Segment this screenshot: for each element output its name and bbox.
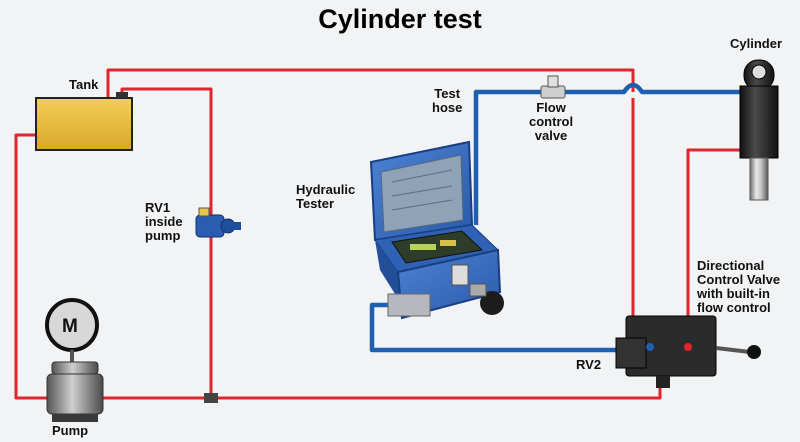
flow-control-valve xyxy=(540,75,566,99)
tank-to-cylinder-return-line xyxy=(106,68,635,97)
cylinder-rod-line xyxy=(686,148,740,318)
cylinder-label: Cylinder xyxy=(730,36,783,51)
directional-control-valve-label: Directional Control Valve with built-in … xyxy=(697,258,781,315)
line-tee-fitting xyxy=(204,393,218,403)
pump xyxy=(46,361,104,422)
rv1-return-line xyxy=(120,87,213,398)
pressure-lines xyxy=(14,68,740,400)
test-lines xyxy=(369,82,742,353)
rv1-label: RV1 inside pump xyxy=(145,200,183,243)
hydraulic-tester-label: Hydraulic Tester xyxy=(296,182,356,211)
hydraulic-cylinder xyxy=(739,59,779,201)
pump-label: Pump xyxy=(52,423,89,438)
diagram-title: Cylinder test xyxy=(318,4,482,34)
directional-control-valve xyxy=(615,315,761,388)
tester-inlet-line xyxy=(369,302,642,353)
suction-line xyxy=(14,133,52,400)
rv2-label: RV2 xyxy=(576,357,602,372)
pump-to-valve-line xyxy=(100,378,662,400)
motor-label: M xyxy=(62,316,78,337)
flow-control-valve-label: Flow control valve xyxy=(529,100,574,143)
rv1-relief-valve xyxy=(195,207,241,238)
tank xyxy=(35,92,133,151)
test-hose-line xyxy=(473,82,742,225)
test-hose-label: Test hose xyxy=(432,86,463,115)
tank-label: Tank xyxy=(69,77,99,92)
hydraulic-tester xyxy=(369,140,504,320)
motor xyxy=(45,298,99,362)
